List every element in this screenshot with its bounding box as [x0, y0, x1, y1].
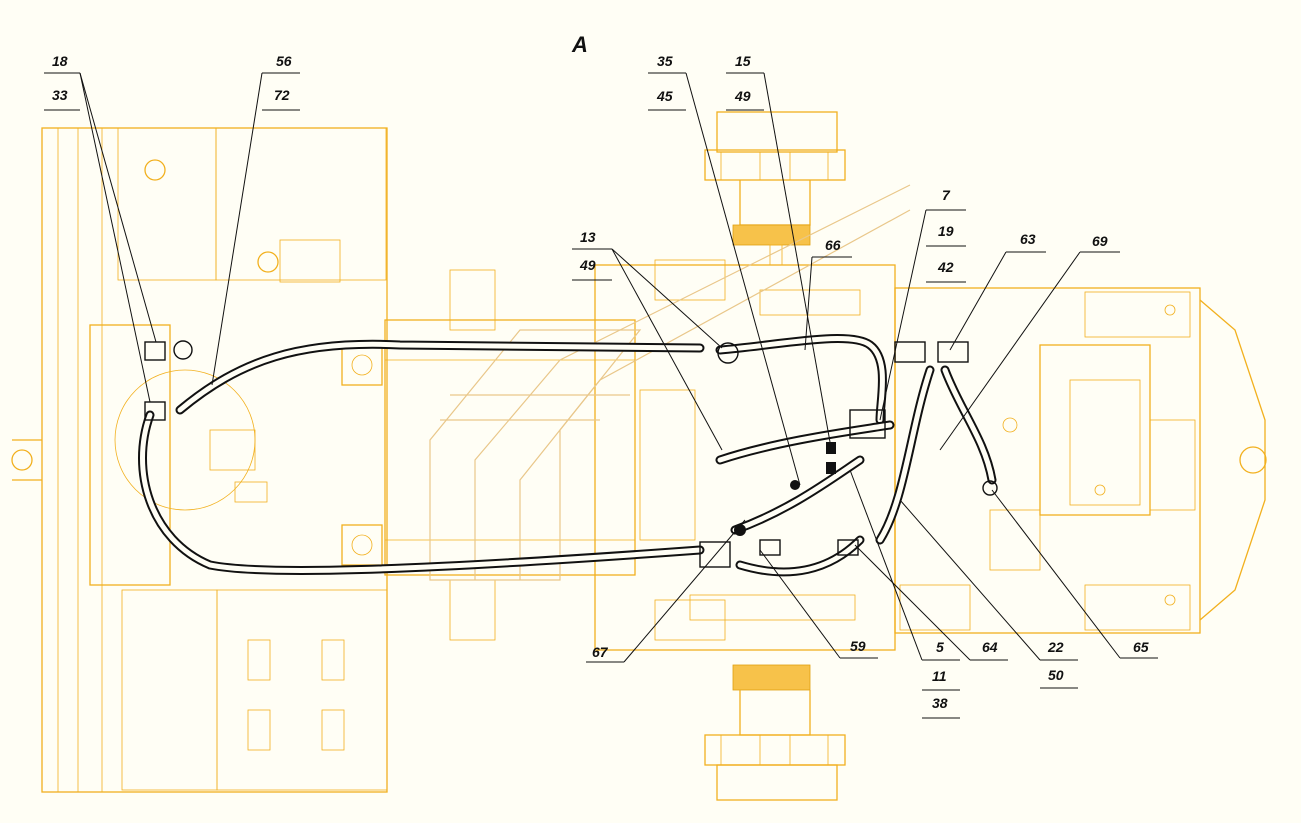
svg-text:33: 33 — [52, 87, 68, 103]
svg-text:45: 45 — [656, 88, 673, 104]
callout-35-45: 35 45 — [648, 53, 801, 486]
svg-text:64: 64 — [982, 639, 998, 655]
callout-56-72: 56 72 — [211, 53, 300, 386]
svg-text:22: 22 — [1047, 639, 1064, 655]
svg-text:49: 49 — [734, 88, 751, 104]
svg-text:66: 66 — [825, 237, 841, 253]
svg-text:69: 69 — [1092, 233, 1108, 249]
callout-18-33: 18 33 — [44, 53, 157, 403]
fittings — [144, 340, 998, 568]
svg-text:13: 13 — [580, 229, 596, 245]
watermark-logo — [429, 184, 911, 581]
svg-text:19: 19 — [938, 223, 954, 239]
svg-text:49: 49 — [579, 257, 596, 273]
svg-text:38: 38 — [932, 695, 948, 711]
callout-7-19-42: 7 19 42 — [879, 187, 966, 421]
callout-15-49: 15 49 — [726, 53, 831, 443]
callout-63: 63 — [949, 231, 1046, 351]
svg-text:72: 72 — [274, 87, 290, 103]
callout-66: 66 — [804, 237, 852, 351]
callout-67: 67 — [586, 519, 746, 663]
callout-13-49: 13 49 — [572, 229, 723, 451]
svg-text:18: 18 — [52, 53, 68, 69]
svg-text:67: 67 — [592, 644, 609, 660]
lower-wheel-hub — [704, 664, 846, 801]
svg-text:11: 11 — [932, 668, 947, 684]
svg-text:50: 50 — [1048, 667, 1064, 683]
svg-text:63: 63 — [1020, 231, 1036, 247]
svg-text:7: 7 — [942, 187, 951, 203]
hydraulic-hoses — [138, 334, 997, 577]
callout-22-50: 22 50 — [899, 499, 1078, 689]
view-label: A — [571, 32, 588, 57]
machine-frame — [11, 111, 1267, 801]
svg-text:15: 15 — [735, 53, 751, 69]
callout-64: 64 — [854, 544, 1008, 661]
callout-65: 65 — [991, 489, 1158, 659]
upper-wheel-hub — [704, 111, 846, 266]
svg-text:56: 56 — [276, 53, 292, 69]
svg-text:35: 35 — [657, 53, 673, 69]
svg-text:59: 59 — [850, 638, 866, 654]
svg-text:5: 5 — [936, 639, 944, 655]
svg-text:65: 65 — [1133, 639, 1149, 655]
callout-59: 59 — [759, 549, 878, 659]
callout-69: 69 — [939, 233, 1120, 451]
callout-5-11-38: 5 11 38 — [849, 469, 960, 719]
svg-text:42: 42 — [937, 259, 954, 275]
